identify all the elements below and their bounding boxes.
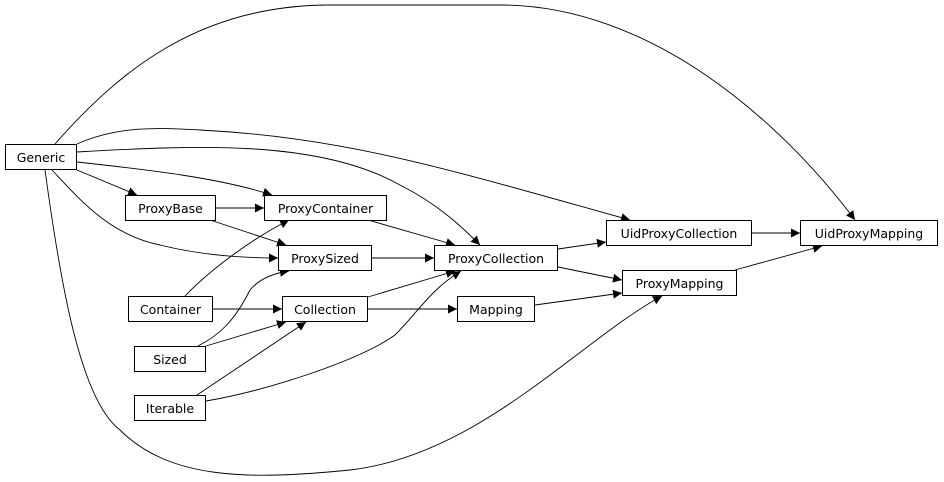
node-proxy-collection[interactable]: ProxyCollection xyxy=(434,245,558,271)
edge-generic-proxysized xyxy=(51,169,279,263)
edge-sized-proxysized xyxy=(197,267,290,347)
edge-iterable-collection xyxy=(196,321,307,396)
edge-sized-collection xyxy=(205,320,287,347)
edge-proxybase-proxysized xyxy=(209,219,287,247)
edge-proxycollection-proxymapping xyxy=(557,266,623,283)
node-generic[interactable]: Generic xyxy=(5,144,77,170)
edge-proxymapping-uidproxymapping xyxy=(734,244,823,271)
edge-iterable-proxycollection xyxy=(205,270,462,402)
node-proxy-sized[interactable]: ProxySized xyxy=(278,245,372,271)
node-mapping[interactable]: Mapping xyxy=(457,296,535,322)
edge-generic-proxycollection xyxy=(76,147,481,246)
node-container[interactable]: Container xyxy=(128,296,213,322)
node-uid-proxy-mapping[interactable]: UidProxyMapping xyxy=(800,220,938,246)
edge-collection-proxycollection xyxy=(367,269,456,298)
edge-generic-proxybase xyxy=(76,169,138,196)
edge-generic-proxycontainer xyxy=(76,161,273,197)
edge-generic-uidproxycollection xyxy=(76,128,631,222)
node-proxy-mapping[interactable]: ProxyMapping xyxy=(622,270,737,296)
node-iterable[interactable]: Iterable xyxy=(134,395,206,421)
node-uid-proxy-collection[interactable]: UidProxyCollection xyxy=(606,220,752,246)
node-proxy-container[interactable]: ProxyContainer xyxy=(264,195,387,221)
edge-proxycollection-uidproxycollection xyxy=(557,238,607,250)
node-proxy-base[interactable]: ProxyBase xyxy=(125,195,216,221)
node-collection[interactable]: Collection xyxy=(282,296,368,322)
edge-proxycontainer-proxycollection xyxy=(367,219,456,247)
node-sized[interactable]: Sized xyxy=(134,346,206,372)
edge-container-proxycontainer xyxy=(184,219,290,297)
edge-generic-uidproxymapping xyxy=(54,4,856,221)
edge-generic-proxymapping xyxy=(44,169,663,476)
edge-mapping-proxymapping xyxy=(534,289,623,306)
